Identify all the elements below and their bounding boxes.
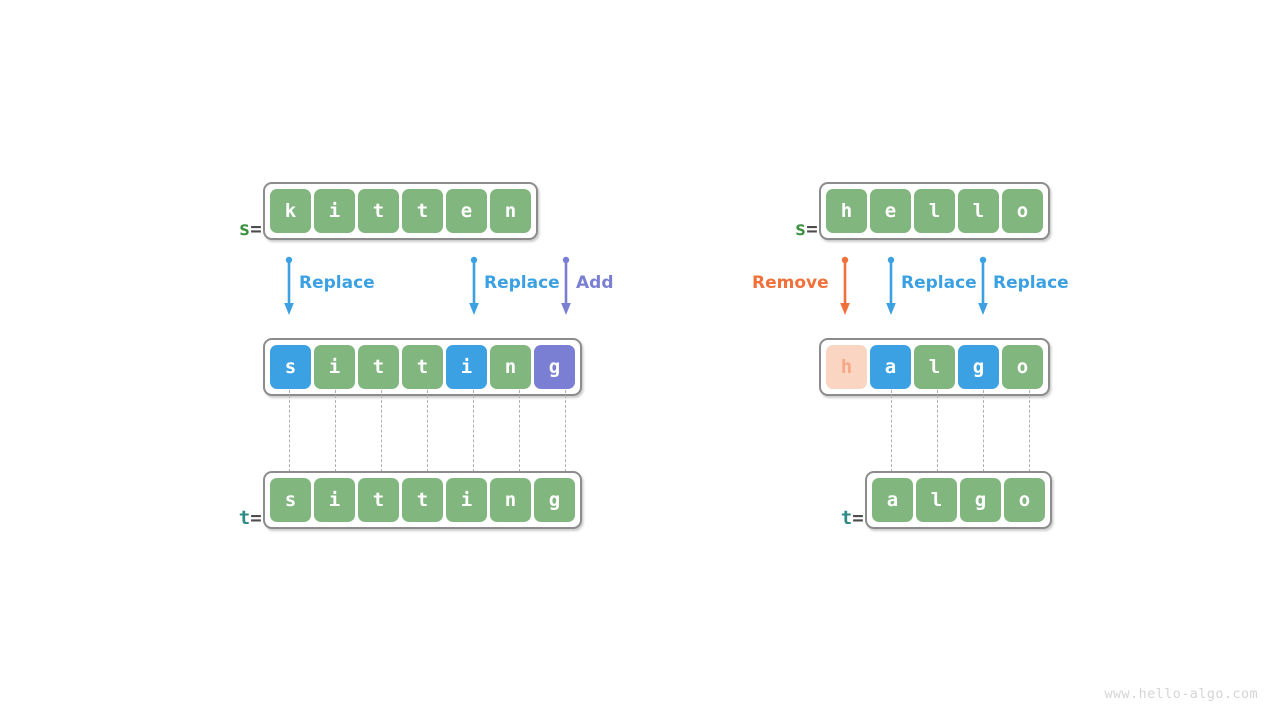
array-cell: i [314, 345, 355, 389]
array-cell: e [870, 189, 911, 233]
operation-label-add: Add [576, 273, 614, 293]
connector-line [381, 390, 382, 472]
equals-sign: = [250, 507, 262, 529]
array-cell: h [826, 189, 867, 233]
connector-line [565, 390, 566, 472]
array-cell: g [960, 478, 1001, 522]
source-array-left: k i t t e n [263, 182, 538, 240]
array-cell: t [402, 478, 443, 522]
array-cell: a [870, 345, 911, 389]
operation-arrow-replace-3 [885, 256, 897, 316]
equals-sign: = [806, 218, 818, 240]
array-cell: s [270, 478, 311, 522]
arrow-down-icon [561, 256, 571, 315]
equals-sign: = [852, 507, 864, 529]
array-cell: a [872, 478, 913, 522]
array-cell: l [958, 189, 999, 233]
operation-label-replace-2: Replace [484, 273, 560, 293]
array-cell: t [402, 189, 443, 233]
target-array-left: s i t t i n g [263, 471, 582, 529]
target-label-left: t= [193, 490, 262, 547]
arrow-down-icon [840, 256, 850, 315]
operation-label-replace-1: Replace [299, 273, 375, 293]
array-cell: n [490, 189, 531, 233]
array-cell: g [534, 478, 575, 522]
arrow-down-icon [469, 256, 479, 315]
connector-line [937, 390, 938, 472]
equals-sign: = [250, 218, 262, 240]
connector-line [473, 390, 474, 472]
target-label-right: t= [795, 490, 864, 547]
arrow-down-icon [886, 256, 896, 315]
array-cell: t [358, 345, 399, 389]
connector-line [335, 390, 336, 472]
operation-label-replace-3: Replace [901, 273, 977, 293]
connector-line [427, 390, 428, 472]
array-cell: g [534, 345, 575, 389]
connector-line [289, 390, 290, 472]
array-cell: i [446, 345, 487, 389]
connector-line [519, 390, 520, 472]
array-cell: i [314, 478, 355, 522]
variable-name-t: t [238, 507, 251, 529]
source-label-right: s= [749, 201, 818, 258]
operation-arrow-add [560, 256, 572, 316]
connector-line [1029, 390, 1030, 472]
target-array-right: a l g o [865, 471, 1052, 529]
array-cell: s [270, 345, 311, 389]
array-cell: e [446, 189, 487, 233]
variable-name-s: s [794, 218, 807, 240]
connector-line [983, 390, 984, 472]
array-cell: l [914, 345, 955, 389]
variable-name-s: s [238, 218, 251, 240]
arrow-down-icon [978, 256, 988, 315]
array-cell: i [314, 189, 355, 233]
array-cell: k [270, 189, 311, 233]
array-cell: o [1002, 345, 1043, 389]
variable-name-t: t [840, 507, 853, 529]
operation-label-replace-4: Replace [993, 273, 1069, 293]
array-cell: t [358, 189, 399, 233]
array-cell: o [1004, 478, 1045, 522]
array-cell-removed: h [826, 345, 867, 389]
array-cell: n [490, 345, 531, 389]
operation-arrow-remove [839, 256, 851, 316]
array-cell: l [914, 189, 955, 233]
watermark: www.hello-algo.com [1104, 686, 1258, 702]
array-cell: l [916, 478, 957, 522]
operation-arrow-replace-4 [977, 256, 989, 316]
edited-array-left: s i t t i n g [263, 338, 582, 396]
operation-arrow-replace-1 [283, 256, 295, 316]
edited-array-right: h a l g o [819, 338, 1050, 396]
array-cell: t [358, 478, 399, 522]
source-label-left: s= [193, 201, 262, 258]
array-cell: g [958, 345, 999, 389]
connector-line [891, 390, 892, 472]
operation-arrow-replace-2 [468, 256, 480, 316]
arrow-down-icon [284, 256, 294, 315]
array-cell: i [446, 478, 487, 522]
operation-label-remove: Remove [752, 273, 829, 293]
array-cell: n [490, 478, 531, 522]
source-array-right: h e l l o [819, 182, 1050, 240]
array-cell: o [1002, 189, 1043, 233]
array-cell: t [402, 345, 443, 389]
